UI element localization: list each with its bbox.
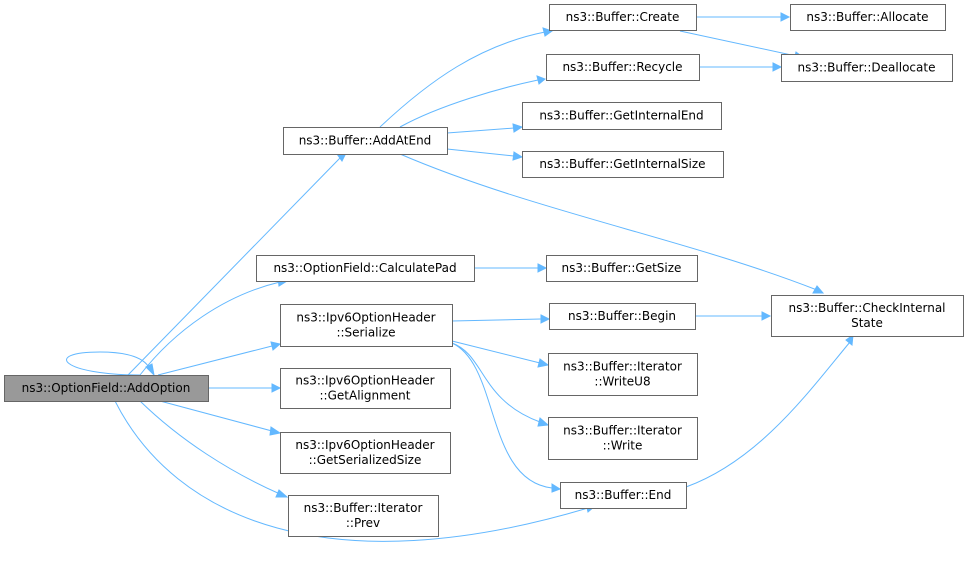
node-buffer-create[interactable]: ns3::Buffer::Create <box>549 4 697 31</box>
node-label-line: ns3::Buffer::Iterator <box>304 501 423 515</box>
edge-calculatepad-getsize <box>474 263 548 273</box>
node-box <box>280 304 453 347</box>
node-label-line: ns3::Ipv6OptionHeader <box>295 438 434 452</box>
edge-serialize-end <box>451 342 562 493</box>
edges <box>66 12 854 542</box>
node-buffer-allocate[interactable]: ns3::Buffer::Allocate <box>790 4 946 31</box>
node-box <box>790 4 946 31</box>
edge-addatend-recycle <box>399 75 546 128</box>
node-box <box>4 375 209 402</box>
edge-addatend-getinternalend <box>446 123 524 134</box>
edge-end-checkinternalstate <box>685 333 854 488</box>
node-box <box>549 4 697 31</box>
node-box <box>771 295 964 337</box>
node-box <box>546 54 700 81</box>
edge-serialize-writeu8 <box>451 340 550 368</box>
edge-addoption-getalignment <box>208 383 282 393</box>
node-box <box>560 482 687 509</box>
node-label-line: ::GetAlignment <box>320 389 411 403</box>
node-label-line: ns3::Buffer::End <box>575 488 672 502</box>
node-label-line: State <box>851 316 883 330</box>
node-buffer-end[interactable]: ns3::Buffer::End <box>560 482 687 509</box>
edge-serialize-write <box>451 342 550 427</box>
node-box <box>280 432 451 474</box>
node-ipv6optionheader-getalignment[interactable]: ns3::Ipv6OptionHeader::GetAlignment <box>280 368 451 409</box>
node-label-line: ::Prev <box>346 516 380 530</box>
node-label-line: ::WriteU8 <box>594 375 650 389</box>
node-label-line: ns3::Buffer::Recycle <box>562 60 682 74</box>
node-buffer-recycle[interactable]: ns3::Buffer::Recycle <box>546 54 700 81</box>
node-box <box>283 127 448 155</box>
node-ipv6optionheader-serialize[interactable]: ns3::Ipv6OptionHeader::Serialize <box>280 304 453 347</box>
node-label-line: ns3::Buffer::GetInternalEnd <box>539 109 703 123</box>
node-ipv6optionheader-getserializedsize[interactable]: ns3::Ipv6OptionHeader::GetSerializedSize <box>280 432 451 474</box>
node-label-line: ns3::Buffer::Iterator <box>563 424 682 438</box>
node-box <box>522 151 724 178</box>
node-label-line: ns3::Buffer::Iterator <box>563 360 682 374</box>
node-box <box>288 495 439 537</box>
node-label-line: ns3::Buffer::Deallocate <box>798 61 936 75</box>
edge-serialize-begin <box>451 314 551 324</box>
node-label-line: ::Write <box>603 439 643 453</box>
node-label-line: ns3::Buffer::Allocate <box>806 10 928 24</box>
node-box <box>548 417 698 460</box>
edge-addatend-create <box>379 27 554 128</box>
edge-recycle-deallocate <box>699 62 783 72</box>
node-label-line: ns3::Ipv6OptionHeader <box>296 311 435 325</box>
nodes: ns3::OptionField::AddOption ns3::Buffer:… <box>4 4 964 537</box>
edge-create-allocate <box>696 12 791 22</box>
node-label-line: ns3::Buffer::AddAtEnd <box>299 134 432 148</box>
node-buffer-getinternalend[interactable]: ns3::Buffer::GetInternalEnd <box>522 102 722 130</box>
node-buffer-iterator-writeu8[interactable]: ns3::Buffer::Iterator::WriteU8 <box>548 353 698 396</box>
node-box <box>546 255 698 282</box>
node-buffer-iterator-write[interactable]: ns3::Buffer::Iterator::Write <box>548 417 698 460</box>
edge-begin-checkinternalstate <box>695 311 772 321</box>
edge-addoption-getserializedsize <box>159 400 282 436</box>
edge-addatend-checkinternalstate <box>399 153 825 294</box>
node-label-line: ns3::OptionField::CalculatePad <box>273 261 456 275</box>
node-buffer-begin[interactable]: ns3::Buffer::Begin <box>549 303 696 330</box>
node-label-line: ns3::Buffer::Create <box>566 10 680 24</box>
node-optionfield-addoption[interactable]: ns3::OptionField::AddOption <box>4 375 209 402</box>
node-buffer-getinternalsize[interactable]: ns3::Buffer::GetInternalSize <box>522 151 724 178</box>
node-optionfield-calculatepad[interactable]: ns3::OptionField::CalculatePad <box>256 255 475 282</box>
node-box <box>522 102 722 130</box>
node-label-line: ::Serialize <box>336 326 395 340</box>
node-label-line: ns3::Buffer::Begin <box>568 309 676 323</box>
node-label-line: ns3::OptionField::AddOption <box>22 381 191 395</box>
node-label-line: ns3::Buffer::GetSize <box>562 261 682 275</box>
node-box <box>280 368 451 409</box>
node-buffer-getsize[interactable]: ns3::Buffer::GetSize <box>546 255 698 282</box>
node-label-line: ns3::Buffer::CheckInternal <box>788 301 945 315</box>
node-box <box>256 255 475 282</box>
edge-addoption-self <box>66 351 155 377</box>
node-label-line: ::GetSerializedSize <box>309 453 422 467</box>
node-buffer-addatend[interactable]: ns3::Buffer::AddAtEnd <box>283 127 448 155</box>
edge-addatend-getinternalsize <box>446 148 524 161</box>
node-label-line: ns3::Ipv6OptionHeader <box>295 374 434 388</box>
node-box <box>549 303 696 330</box>
node-box <box>781 54 953 82</box>
node-label-line: ns3::Buffer::GetInternalSize <box>539 157 705 171</box>
node-box <box>548 353 698 396</box>
edge-addoption-serialize <box>157 341 282 376</box>
node-buffer-iterator-prev[interactable]: ns3::Buffer::Iterator::Prev <box>288 495 439 537</box>
edge-addoption-prev <box>139 400 289 498</box>
node-buffer-deallocate[interactable]: ns3::Buffer::Deallocate <box>781 54 953 82</box>
